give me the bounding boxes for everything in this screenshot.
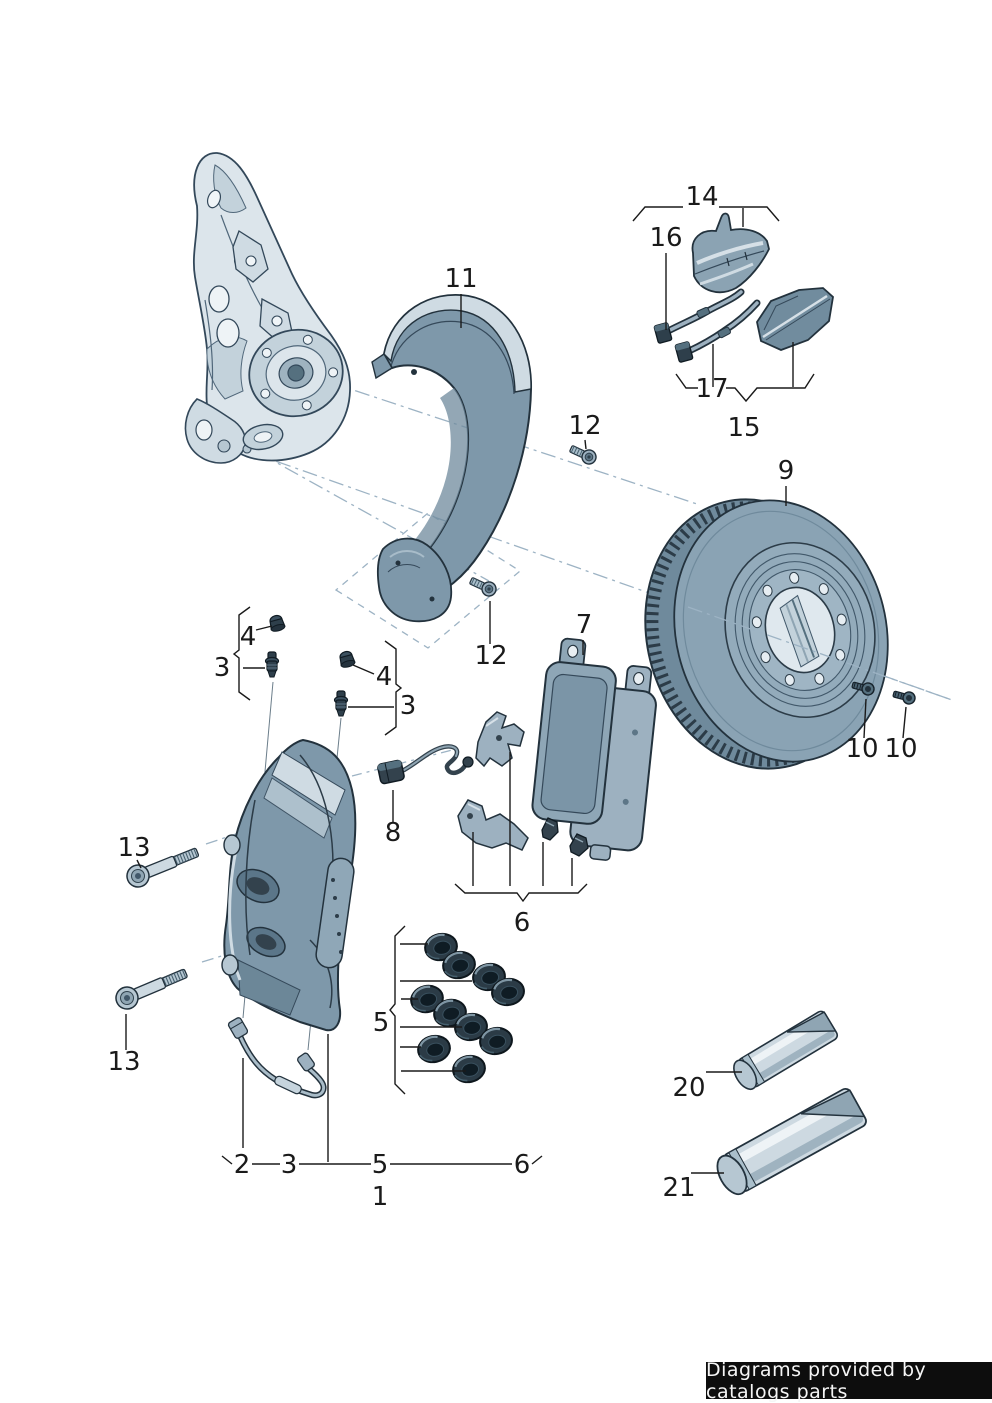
bracket-3-4-right [384,640,403,736]
pad-clip-right [569,833,589,857]
callout-12: 12 [568,411,601,441]
callout-6: 6 [514,1150,531,1180]
steering-knuckle [184,152,351,464]
bracket-1 [531,1155,543,1165]
callout-3: 3 [400,691,417,721]
caliper-bolt-boss-upper [223,834,241,856]
callout-17: 17 [695,374,728,404]
callout-5: 5 [373,1008,390,1038]
brake-caliper [221,738,357,1032]
bracket-5 [389,925,406,1095]
callout-2: 2 [234,1150,251,1180]
callout-20: 20 [672,1073,705,1103]
brake-pad-inner [531,637,617,825]
callout-4: 4 [240,622,257,652]
callout-14: 14 [685,182,718,212]
disc-axis-line [687,606,953,701]
brake-pads [531,637,657,861]
callout-3: 3 [281,1150,298,1180]
pad-retaining-spring-upper [475,711,525,768]
callout-7: 7 [576,610,593,640]
callout-13: 13 [107,1047,140,1077]
pad-clip-left [541,817,559,841]
bleeder-cap-right [337,649,357,670]
bracket-3-4-left [232,606,251,701]
pad-retaining-spring-lower [457,799,529,851]
callout-15: 15 [727,413,760,443]
air-deflector [691,212,770,294]
caliper-bolt-lower [111,962,191,1014]
brake-pipe [227,1017,327,1099]
callout-5: 5 [372,1150,389,1180]
callout-13: 13 [117,833,150,863]
callout-9: 9 [778,456,795,486]
wear-indicator-wires [653,288,761,363]
footer-text: Diagrams provided by catalogs parts [706,1358,927,1403]
disc-screw-right [891,687,918,707]
hub-flange [248,328,344,418]
leader-lines [125,206,907,1174]
grease-tube-large [716,1087,867,1196]
brake-disc [644,498,889,770]
disc-hub [724,541,876,719]
splash-shield [371,294,533,623]
caliper-bolt-boss-lower [221,954,239,976]
callout-1: 1 [372,1182,389,1212]
heat-shield-plate [756,287,834,351]
brake-pad-wear-sensor [377,744,474,785]
callout-21: 21 [662,1173,695,1203]
callout-16: 16 [649,223,682,253]
callout-3: 3 [214,653,231,683]
callout-12: 12 [474,641,507,671]
footer-bar: Diagrams provided by catalogs parts [706,1359,992,1403]
callout-10: 10 [884,734,917,764]
callout-4: 4 [376,662,393,692]
callout-11: 11 [444,264,477,294]
bleeder-valve-left [264,651,280,678]
piston-dust-boots [407,929,528,1087]
callout-6: 6 [514,908,531,938]
callout-10: 10 [845,734,878,764]
bleeder-cap-left [267,613,287,634]
bleeder-valve-right [333,690,349,717]
grease-tube-small [733,1010,839,1091]
bracket-6 [454,883,588,903]
callout-8: 8 [385,818,402,848]
